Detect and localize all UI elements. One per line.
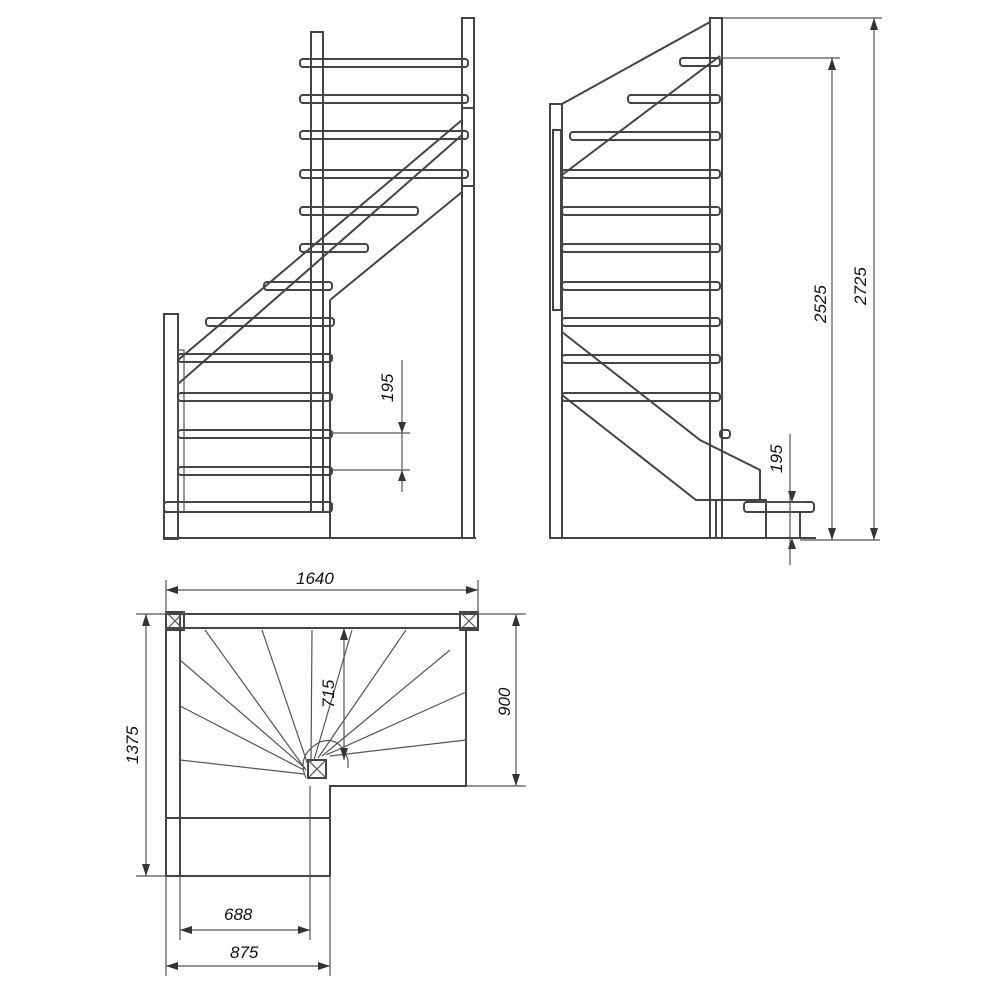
lower-flight-inner-width-label: 688	[224, 905, 253, 924]
front-riser-height-label: 195	[767, 444, 786, 473]
overall-width-label: 1640	[296, 569, 334, 588]
winder-radius-label: 715	[319, 679, 338, 708]
overall-depth-label: 1375	[123, 726, 142, 764]
side-riser-height-label: 195	[378, 373, 397, 402]
total-height-label: 2725	[851, 267, 870, 306]
floor-to-top-tread-label: 2525	[811, 285, 830, 324]
lower-flight-width-label: 875	[230, 943, 259, 962]
plan-view: 1640 1375 900 715 688 875	[123, 569, 526, 976]
upper-flight-width-label: 900	[495, 687, 514, 716]
side-view-elevation: 195	[163, 17, 476, 540]
winder-tread-lines	[179, 629, 467, 779]
front-view-elevation: 195 2525 2725	[549, 17, 882, 565]
